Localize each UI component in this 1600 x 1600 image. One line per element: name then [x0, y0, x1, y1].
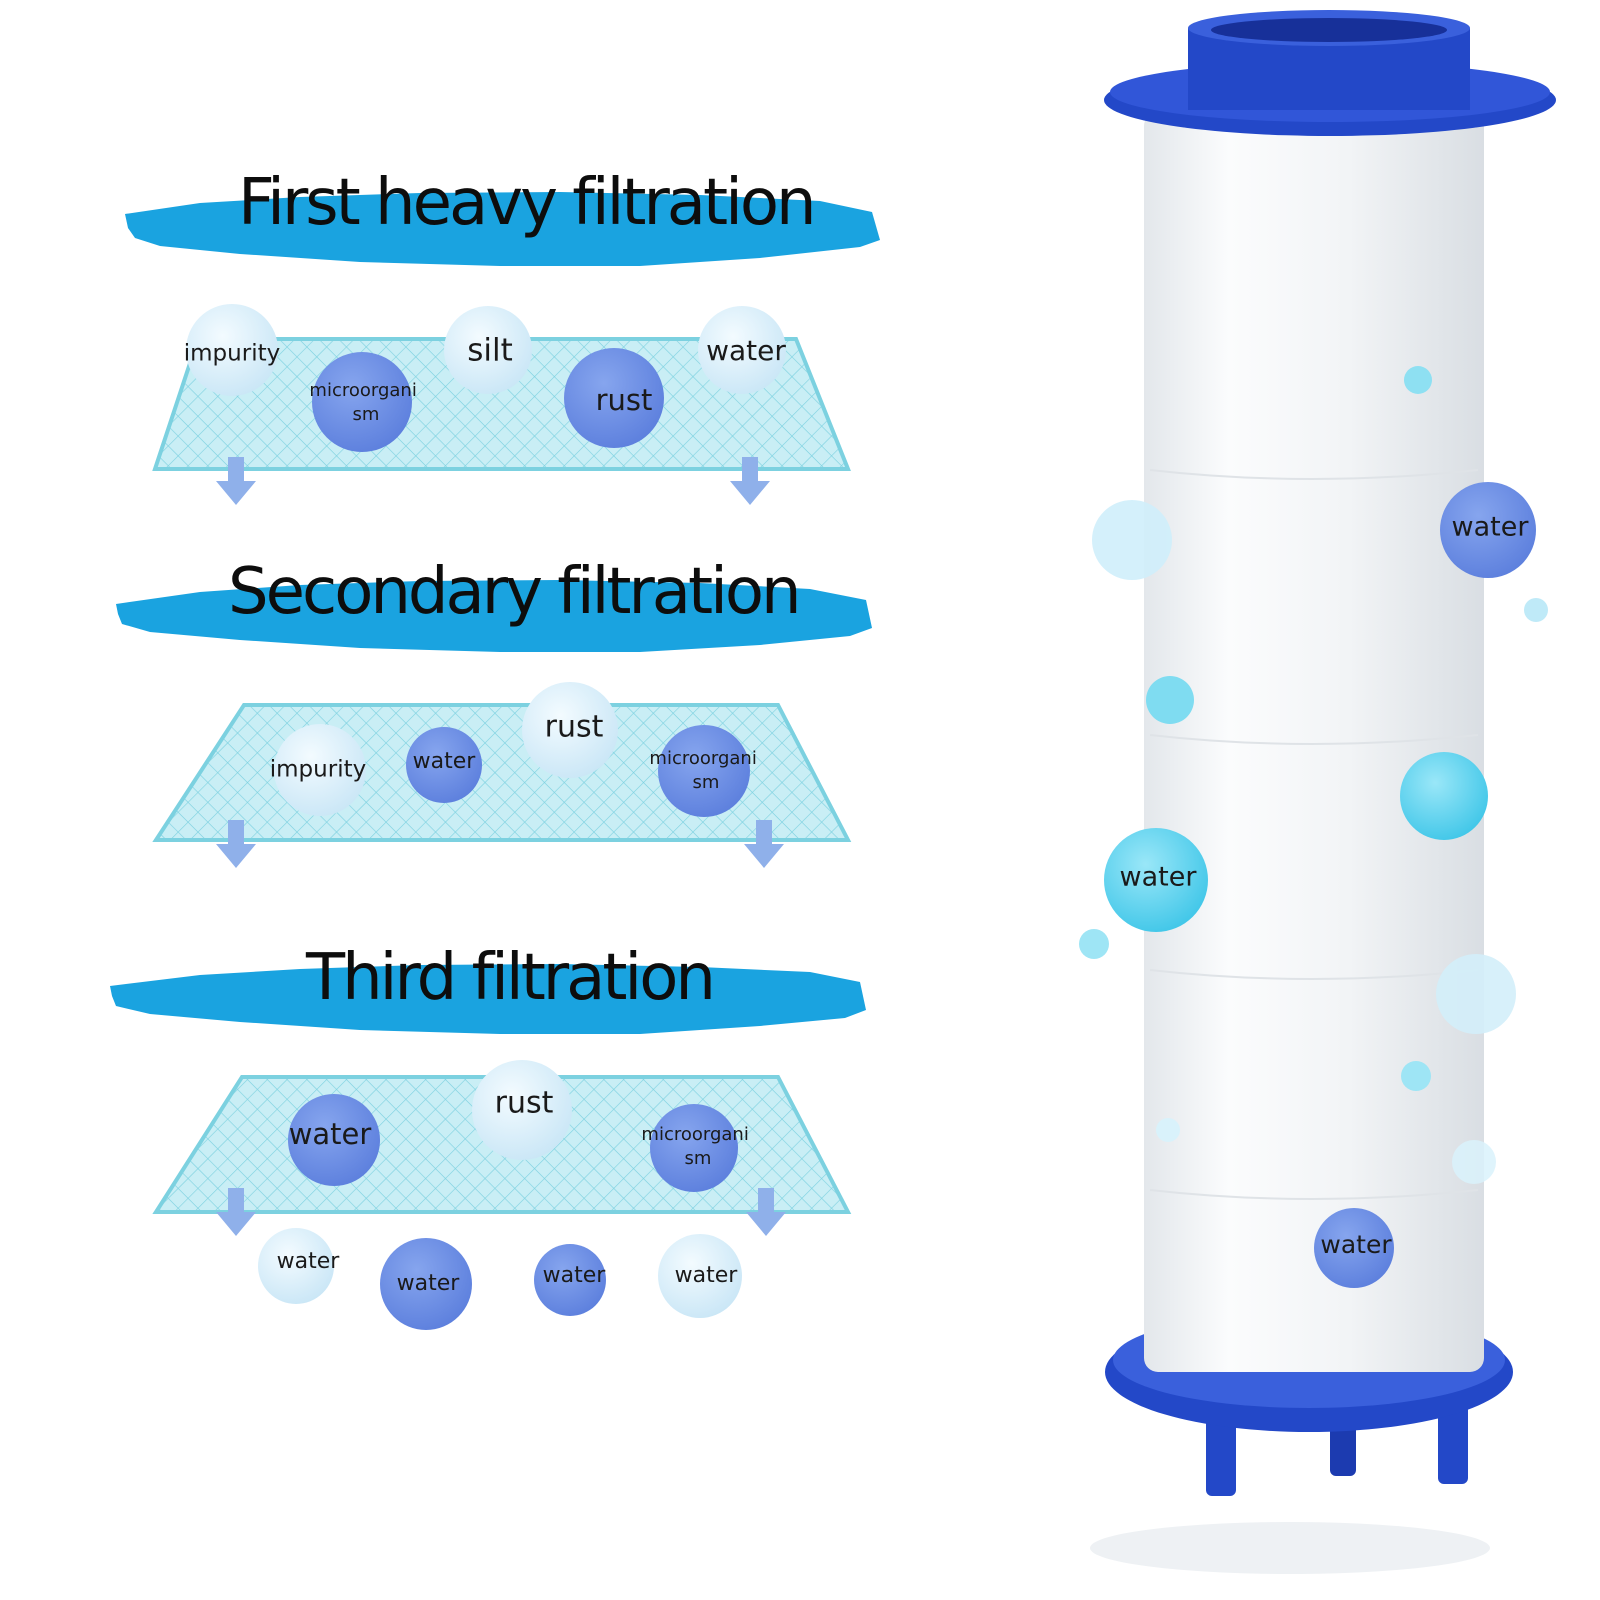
- particle-microorganism: [650, 1104, 738, 1192]
- particle-label: water: [675, 1263, 739, 1288]
- water-drop: [1104, 828, 1208, 932]
- output-drops: water water water water: [258, 1228, 742, 1330]
- particle-water: [288, 1094, 380, 1186]
- particle-label: rust: [545, 710, 604, 745]
- down-arrow-icon: [746, 1188, 786, 1236]
- water-drop: [258, 1228, 334, 1304]
- bubble: [1524, 598, 1548, 622]
- particle-impurity: [274, 724, 366, 816]
- down-arrow-icon: [216, 457, 256, 505]
- particle-label: microorgani sm: [309, 380, 422, 425]
- particle-microorganism: [312, 352, 412, 452]
- brush-stroke: [110, 964, 866, 1034]
- particle-label: water: [277, 1249, 341, 1274]
- stage-title: Third filtration: [305, 941, 713, 1015]
- particle-label: rust: [495, 1086, 554, 1121]
- particle-water: [698, 306, 786, 394]
- particle-label-line: sm: [685, 1148, 712, 1169]
- down-arrow-icon: [216, 1188, 256, 1236]
- bubble: [1156, 1118, 1180, 1142]
- cartridge-body: [1144, 112, 1484, 1372]
- bubble: [1401, 1061, 1431, 1091]
- bubble: [1452, 1140, 1496, 1184]
- particle-label: rust: [596, 383, 653, 417]
- particle-label: water: [413, 749, 477, 774]
- stage-first: First heavy filtration impurity silt wat…: [125, 166, 880, 505]
- bubble: [1146, 676, 1194, 724]
- bubble: [1400, 752, 1488, 840]
- water-drop: [1314, 1208, 1394, 1288]
- brush-stroke: [125, 192, 880, 266]
- particle-rust: [522, 682, 618, 778]
- bubble: [1092, 500, 1172, 580]
- particle-label: water: [1320, 1230, 1392, 1259]
- particle-label: water: [543, 1263, 607, 1288]
- particle-label: impurity: [270, 757, 366, 783]
- particle-label: water: [397, 1271, 461, 1296]
- particle-label: water: [289, 1117, 372, 1151]
- particle-silt: [444, 306, 532, 394]
- bubble: [1079, 929, 1109, 959]
- stage-third: Third filtration water rust microorgani …: [110, 941, 866, 1236]
- down-arrow-icon: [744, 820, 784, 868]
- particle-label: water: [1452, 512, 1530, 543]
- particle-label-line: microorgani: [641, 1124, 748, 1145]
- particle-rust: [564, 348, 664, 448]
- particle-label: silt: [467, 333, 513, 369]
- particle-label: microorgani sm: [641, 1124, 754, 1169]
- particle-rust: [472, 1060, 572, 1160]
- floor-shadow: [1090, 1522, 1490, 1574]
- stage-title: First heavy filtration: [238, 166, 814, 240]
- particle-microorganism: [658, 725, 750, 817]
- water-drop: [658, 1234, 742, 1318]
- cartridge-leg: [1438, 1400, 1468, 1484]
- particle-label: water: [1120, 862, 1198, 893]
- water-drop: [380, 1238, 472, 1330]
- particle-water: [406, 727, 482, 803]
- particle-label: water: [706, 334, 786, 367]
- particle-label-line: sm: [353, 404, 380, 425]
- stage-title: Secondary filtration: [228, 555, 799, 629]
- top-tube-opening: [1211, 18, 1447, 42]
- down-arrow-icon: [730, 457, 770, 505]
- particle-label: microorgani sm: [649, 748, 762, 793]
- bubble: [1436, 954, 1516, 1034]
- water-drop: [534, 1244, 606, 1316]
- filter-cartridge: water water water: [1079, 10, 1556, 1574]
- water-drop: [1440, 482, 1536, 578]
- stage-secondary: Secondary filtration impurity water rust…: [116, 555, 872, 868]
- body-seams: [1149, 469, 1479, 1200]
- particle-label-line: microorgani: [309, 380, 416, 401]
- particle-label-line: sm: [693, 772, 720, 793]
- particle-label-line: microorgani: [649, 748, 756, 769]
- particle-label: impurity: [184, 341, 280, 367]
- bubble: [1404, 366, 1432, 394]
- down-arrow-icon: [216, 820, 256, 868]
- particle-impurity: [186, 304, 278, 396]
- brush-stroke: [116, 580, 872, 652]
